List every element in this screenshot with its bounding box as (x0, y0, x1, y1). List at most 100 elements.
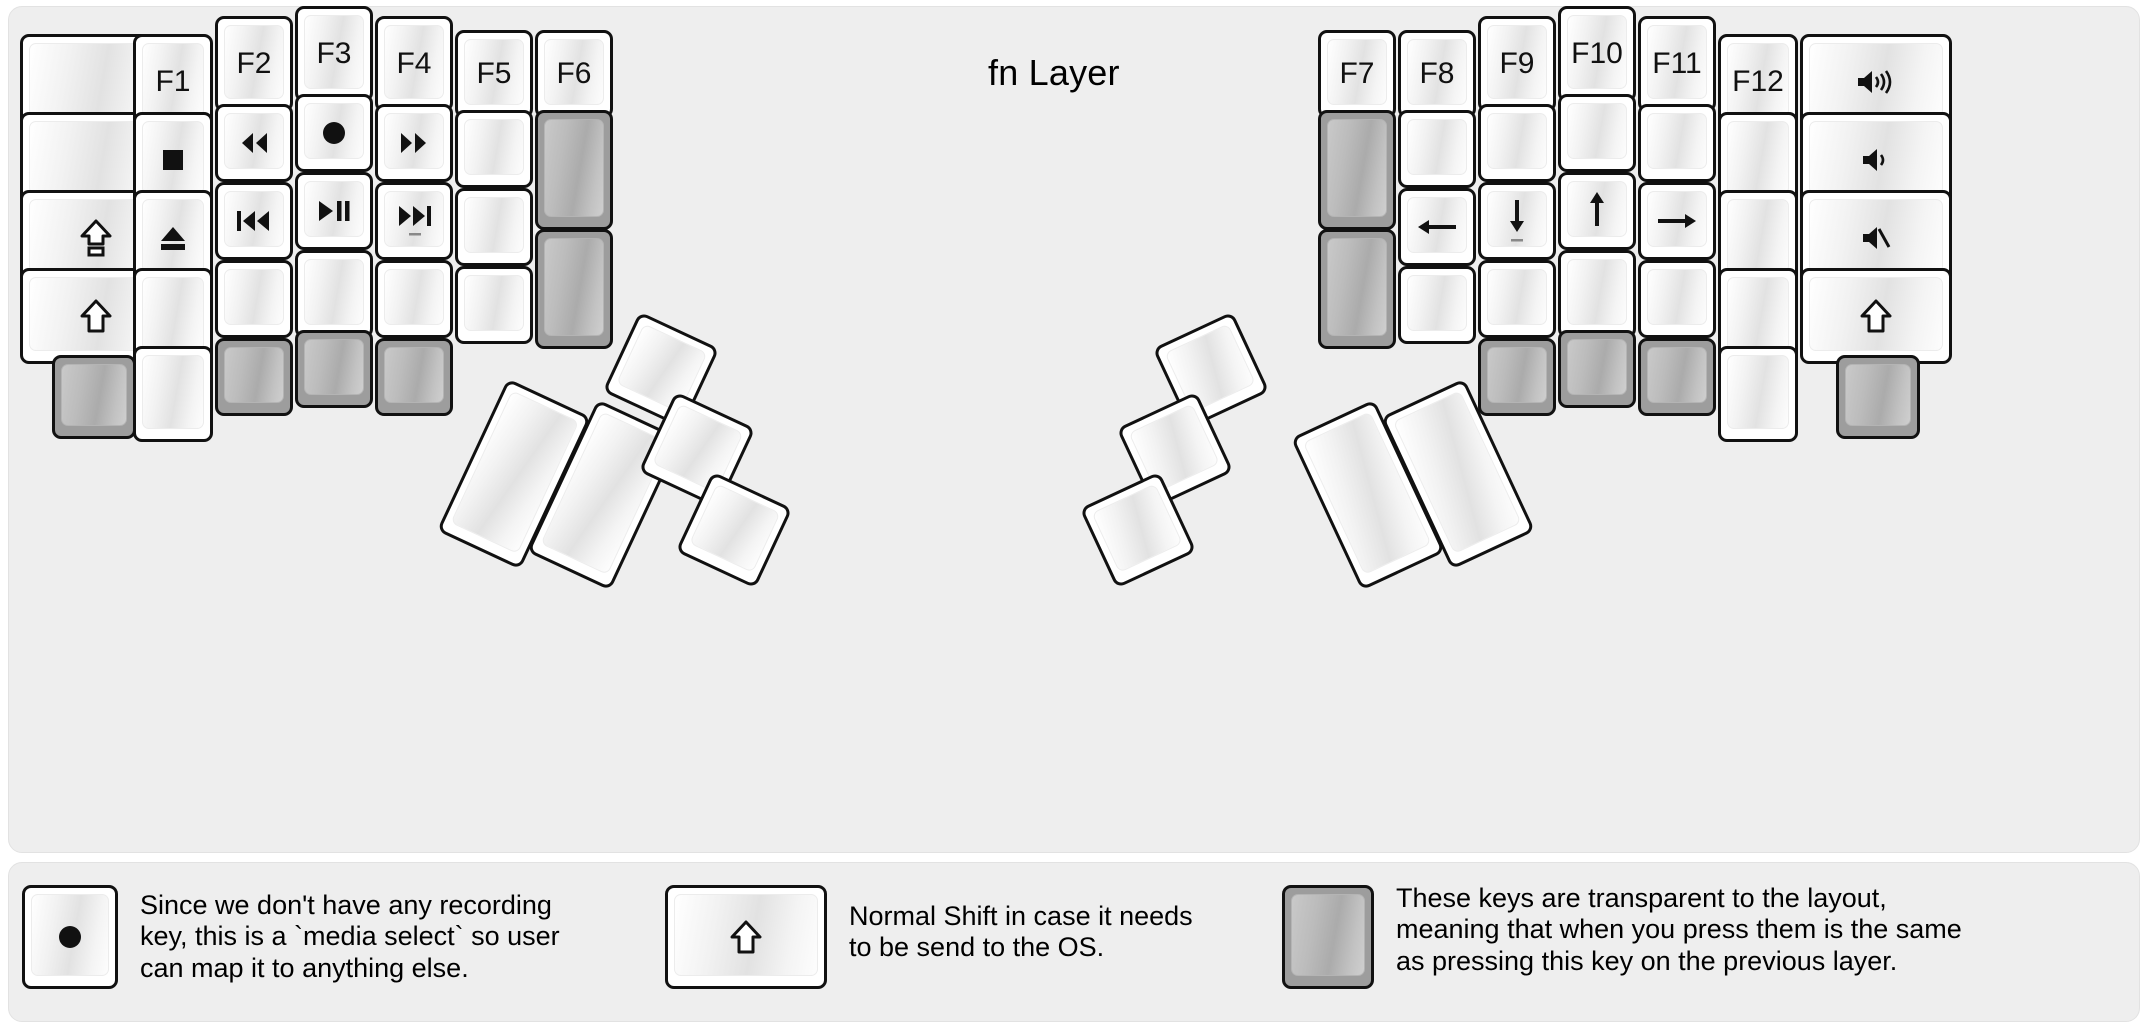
keycap-face (1647, 113, 1707, 169)
keycap-face (304, 15, 364, 89)
keycap-face (674, 894, 818, 976)
key-left-c4-r3[interactable] (375, 260, 453, 338)
keycap-face (384, 269, 444, 325)
keycap-face (1327, 119, 1387, 217)
keycap-face (1407, 119, 1467, 175)
shift-icon (80, 299, 112, 333)
arrow-right-icon (1658, 214, 1696, 228)
key-right-c4-r3[interactable] (1638, 260, 1716, 338)
rewind-icon (242, 133, 267, 153)
record-icon (59, 926, 81, 948)
keycap-face (1567, 339, 1627, 395)
keycap-face (544, 238, 604, 336)
keycap-face (304, 259, 364, 325)
keycap-face (1647, 269, 1707, 325)
key-right-c3-r1[interactable] (1558, 94, 1636, 172)
keycap-face (1567, 15, 1627, 89)
key-right-c4-r2[interactable] (1638, 182, 1716, 260)
key-right-c1-r1[interactable] (1398, 110, 1476, 188)
key-left-c2-r1[interactable] (215, 104, 293, 182)
key-right-c1-r0[interactable]: F8 (1398, 30, 1476, 118)
keycap-face (304, 181, 364, 237)
record-icon (323, 122, 345, 144)
keycap-face (1487, 25, 1547, 99)
key-left-c3-r1[interactable] (295, 94, 373, 172)
keycap-face (1727, 199, 1789, 273)
key-left-c5-r0[interactable]: F5 (455, 30, 533, 118)
keycap-face (1407, 275, 1467, 331)
keycap-face (224, 113, 284, 169)
key-left-c4-r0[interactable]: F4 (375, 16, 453, 112)
key-right-c4-r4-transparent[interactable] (1638, 338, 1716, 416)
key-right-c2-r4-transparent[interactable] (1478, 338, 1556, 416)
key-right-c5-r2[interactable] (1718, 190, 1798, 286)
legend-text-record: Since we don't have any recording key, t… (140, 890, 560, 983)
shift-icon (730, 920, 762, 954)
keycap-face (1487, 347, 1547, 403)
keycap-face (1727, 121, 1789, 195)
key-right-c0-r2-transparent[interactable] (1318, 229, 1396, 349)
key-right-c3-r0[interactable]: F10 (1558, 6, 1636, 102)
legend-text-transparent: These keys are transparent to the layout… (1396, 883, 1962, 976)
key-left-c3-r2[interactable] (295, 172, 373, 250)
key-right-c2-r0[interactable]: F9 (1478, 16, 1556, 112)
key-right-c3-r4-transparent[interactable] (1558, 330, 1636, 408)
key-left-c2-r0[interactable]: F2 (215, 16, 293, 112)
play-pause-icon (319, 201, 350, 221)
key-left-c2-r4-transparent[interactable] (215, 338, 293, 416)
keycap-face (384, 347, 444, 403)
key-right-c2-r2[interactable] (1478, 182, 1556, 260)
key-left-c2-r3[interactable] (215, 260, 293, 338)
keycap-face (544, 39, 604, 105)
keycap-face (1845, 364, 1911, 426)
key-right-c6-r3[interactable] (1800, 268, 1952, 364)
key-right-c5-r4[interactable] (1718, 346, 1798, 442)
keycap-face (1091, 483, 1183, 573)
key-left-c5-r1[interactable] (455, 110, 533, 188)
keycap-face (1291, 894, 1365, 976)
key-right-c3-r3[interactable] (1558, 250, 1636, 338)
key-left-c3-r4-transparent[interactable] (295, 330, 373, 408)
key-right-c4-r1[interactable] (1638, 104, 1716, 182)
key-left-c4-r4-transparent[interactable] (375, 338, 453, 416)
legend-panel (8, 862, 2140, 1022)
key-left-c6-r1-transparent[interactable] (535, 110, 613, 230)
media-stop-icon (163, 150, 183, 170)
legend-item-shift: Normal Shift in case it needs to be send… (665, 885, 1279, 989)
keycap-face (142, 355, 204, 429)
previous-track-icon (237, 211, 269, 231)
legend-key-transparent (1282, 885, 1374, 989)
key-right-c3-r2[interactable] (1558, 172, 1636, 250)
key-left-c5-r3[interactable] (455, 266, 533, 344)
keycap-face (1487, 269, 1547, 325)
keycap-face (464, 119, 524, 175)
arrow-left-icon (1418, 220, 1456, 234)
volume-up-icon (1858, 70, 1892, 94)
key-left-c3-r3[interactable] (295, 250, 373, 338)
key-right-c6-r4-transparent[interactable] (1836, 355, 1920, 439)
key-left-c4-r2[interactable] (375, 182, 453, 260)
keycap-face (61, 364, 127, 426)
key-right-c0-r1-transparent[interactable] (1318, 110, 1396, 230)
key-left-c0-r4-transparent[interactable] (52, 355, 136, 439)
keycap-face (1647, 25, 1707, 99)
key-left-c6-r0[interactable]: F6 (535, 30, 613, 118)
key-left-c3-r0[interactable]: F3 (295, 6, 373, 102)
key-left-c5-r2[interactable] (455, 188, 533, 266)
keycap-face (1407, 39, 1467, 105)
key-right-c2-r1[interactable] (1478, 104, 1556, 182)
key-right-c1-r3[interactable] (1398, 266, 1476, 344)
legend-item-transparent: These keys are transparent to the layout… (1282, 883, 2136, 989)
key-left-c6-r2-transparent[interactable] (535, 229, 613, 349)
key-right-c2-r3[interactable] (1478, 260, 1556, 338)
shift-icon (1860, 299, 1892, 333)
key-right-c0-r0[interactable]: F7 (1318, 30, 1396, 118)
key-left-c4-r1[interactable] (375, 104, 453, 182)
key-left-c1-r4[interactable] (133, 346, 213, 442)
key-right-c1-r2[interactable] (1398, 188, 1476, 266)
key-right-c4-r0[interactable]: F11 (1638, 16, 1716, 112)
keycap-face (544, 119, 604, 217)
key-left-c2-r2[interactable] (215, 182, 293, 260)
keycap-face (464, 197, 524, 253)
